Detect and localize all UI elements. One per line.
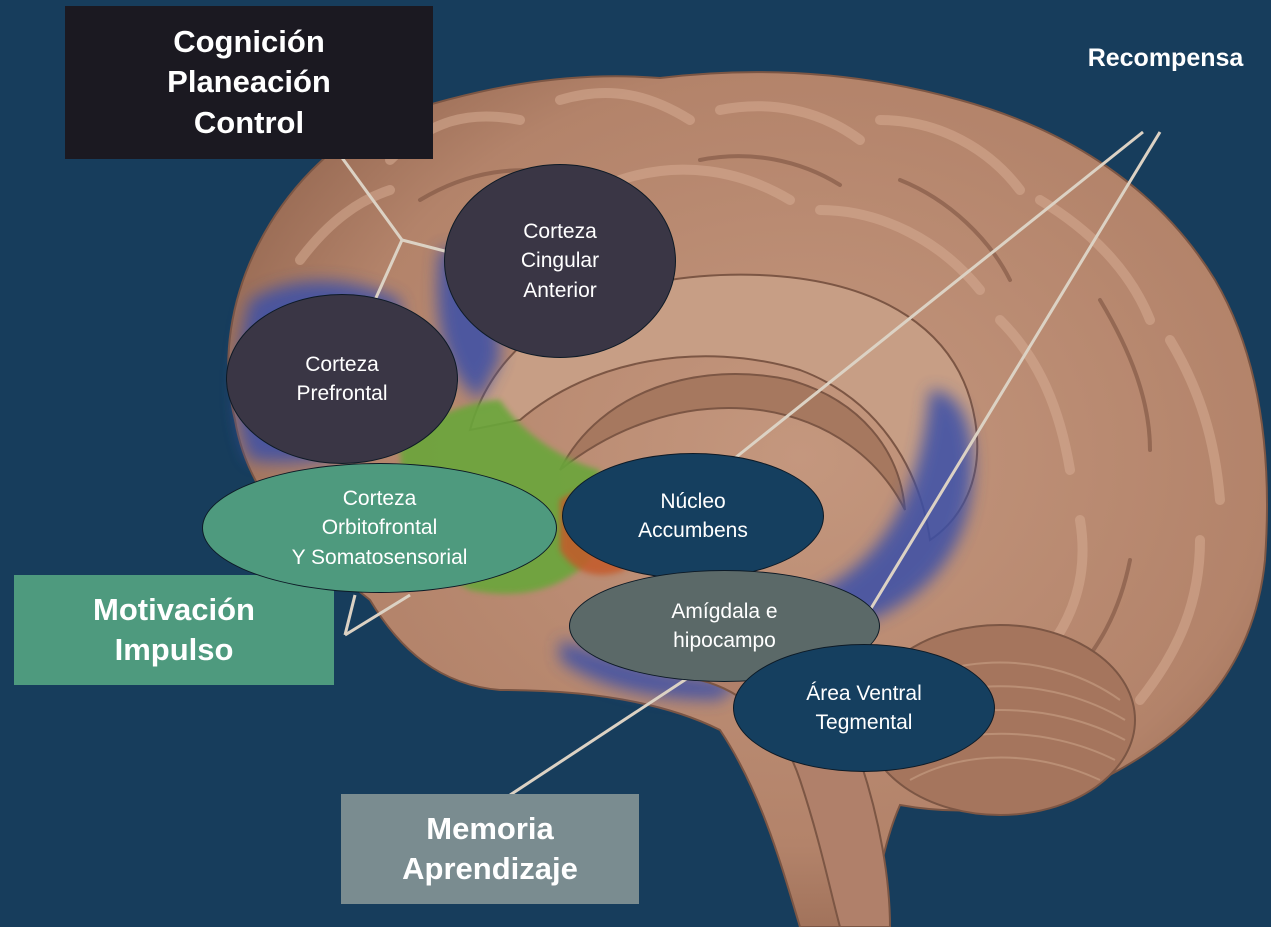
prefrontal-line-2: Prefrontal [296, 379, 387, 408]
cingulate-line-1: Corteza [523, 217, 597, 246]
memory-box: Memoria Aprendizaje [341, 794, 639, 904]
cognition-line-3: Control [194, 103, 304, 143]
cingulate-cortex-oval: Corteza Cingular Anterior [444, 164, 676, 358]
orbitofrontal-line-3: Y Somatosensorial [292, 543, 468, 572]
motivation-box: Motivación Impulso [14, 575, 334, 685]
memory-line-2: Aprendizaje [402, 849, 578, 889]
cingulate-line-3: Anterior [523, 276, 597, 305]
orbitofrontal-cortex-oval: Corteza Orbitofrontal Y Somatosensorial [202, 463, 557, 593]
accumbens-line-2: Accumbens [638, 516, 748, 545]
vta-line-2: Tegmental [816, 708, 913, 737]
orbitofrontal-line-1: Corteza [343, 484, 417, 513]
motivation-line-2: Impulso [115, 630, 234, 670]
cognition-line-1: Cognición [173, 22, 325, 62]
amygdala-line-2: hipocampo [673, 626, 776, 655]
orbitofrontal-line-2: Orbitofrontal [322, 513, 438, 542]
cognition-box: Cognición Planeación Control [65, 6, 433, 159]
amygdala-line-1: Amígdala e [671, 597, 777, 626]
vta-line-1: Área Ventral [806, 679, 922, 708]
accumbens-line-1: Núcleo [660, 487, 725, 516]
motivation-line-1: Motivación [93, 590, 255, 630]
prefrontal-cortex-oval: Corteza Prefrontal [226, 294, 458, 464]
reward-label: Recompensa [1060, 38, 1271, 78]
cingulate-line-2: Cingular [521, 246, 599, 275]
prefrontal-line-1: Corteza [305, 350, 379, 379]
cognition-line-2: Planeación [167, 62, 331, 102]
nucleus-accumbens-oval: Núcleo Accumbens [562, 453, 824, 579]
reward-label-text: Recompensa [1088, 42, 1244, 75]
memory-line-1: Memoria [426, 809, 553, 849]
ventral-tegmental-area-oval: Área Ventral Tegmental [733, 644, 995, 772]
